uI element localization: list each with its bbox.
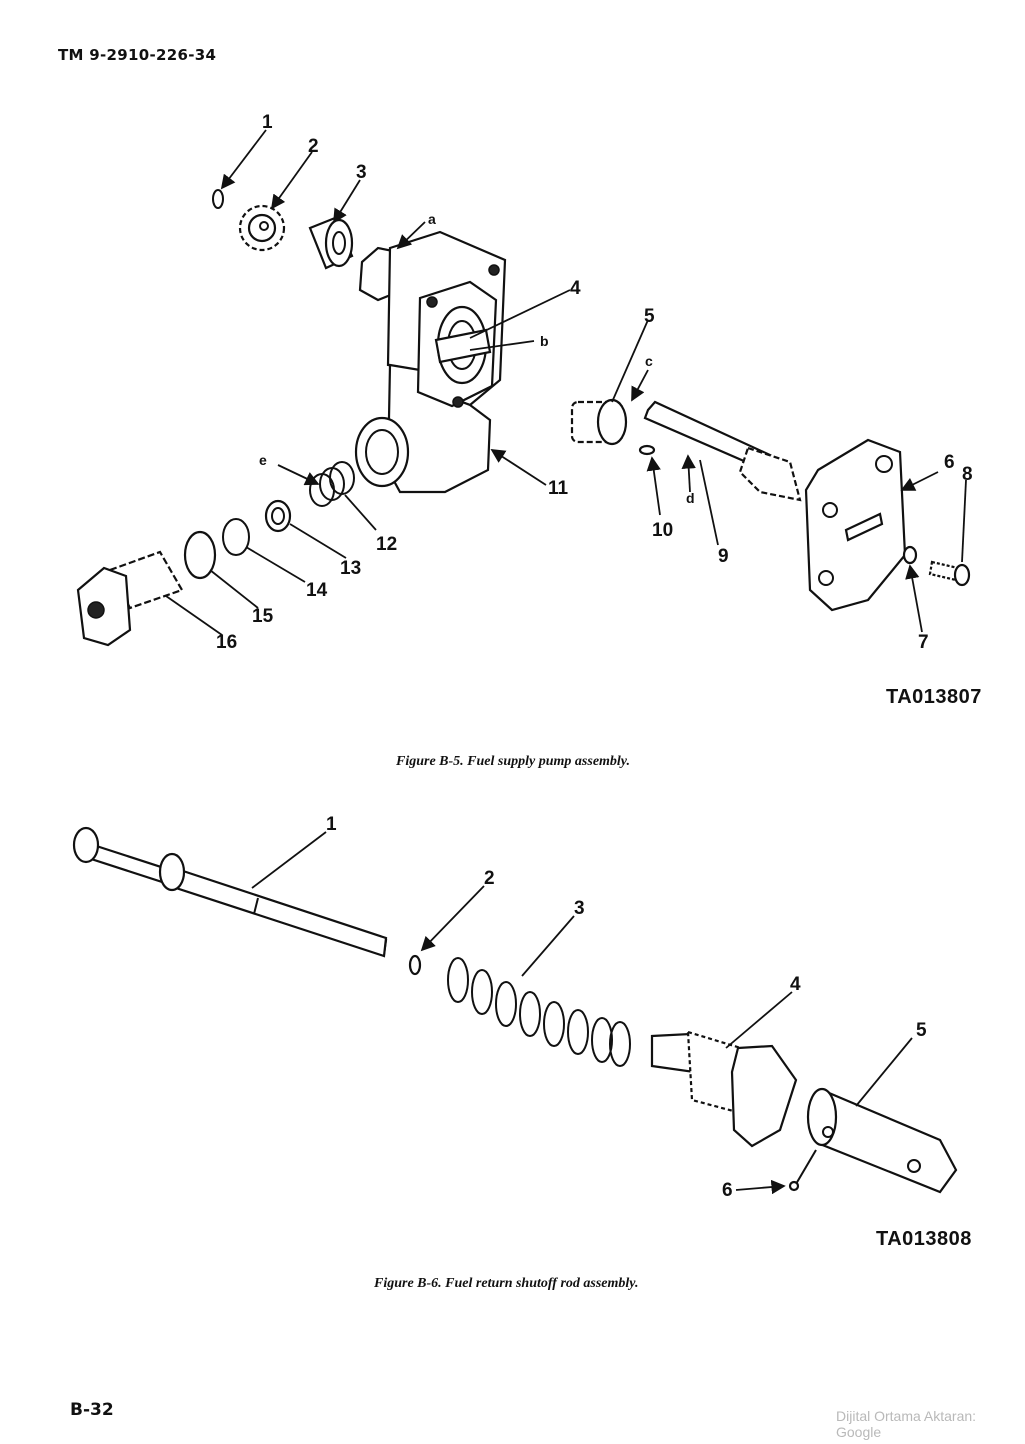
part-gear-icon <box>238 204 286 252</box>
callout-2: 2 <box>308 136 319 157</box>
part-washer-icon <box>902 545 918 565</box>
callout-4: 4 <box>570 278 581 299</box>
callout-11: 11 <box>548 478 569 499</box>
page-number: B-32 <box>70 1400 114 1420</box>
callout-1: 1 <box>262 112 273 133</box>
figure-b5-caption: Figure B-5. Fuel supply pump assembly. <box>396 754 631 769</box>
figure-b6-illustration: 1 2 3 4 5 6 <box>72 814 958 1201</box>
part-key-icon <box>638 444 656 456</box>
figure-b6-caption: Figure B-6. Fuel return shutoff rod asse… <box>374 1276 639 1291</box>
part-shaft-icon <box>643 400 802 502</box>
callout-7: 7 <box>918 632 929 653</box>
part-cover-plate-icon <box>804 438 907 612</box>
part-drive-gear-icon <box>570 398 628 446</box>
part-gasket-icon <box>222 518 250 556</box>
leader-lines <box>251 831 913 1195</box>
part-fitting-icon <box>650 1030 798 1148</box>
figure-b5-code: TA013807 <box>886 686 982 708</box>
callout-4: 4 <box>790 974 801 995</box>
figure-b5-illustration: 1 2 3 4 5 6 7 8 9 10 11 12 13 14 15 16 a… <box>76 112 973 653</box>
pump-body <box>354 230 507 494</box>
part-pin-icon <box>788 1149 817 1192</box>
callout-12: 12 <box>376 534 397 555</box>
part-o-ring-icon <box>183 530 217 580</box>
callout-5: 5 <box>644 306 655 327</box>
callout-15: 15 <box>252 606 274 627</box>
callout-a: a <box>428 211 436 227</box>
part-spring-icon <box>309 461 355 507</box>
leader-lines <box>165 129 967 636</box>
callout-e: e <box>259 452 267 468</box>
part-ring-icon <box>212 189 224 209</box>
callout-2: 2 <box>484 868 495 889</box>
callout-14: 14 <box>306 580 328 601</box>
part-screw-icon <box>928 560 971 587</box>
callout-16: 16 <box>216 632 237 653</box>
callout-6: 6 <box>944 452 955 473</box>
callout-1: 1 <box>326 814 337 835</box>
callout-5: 5 <box>916 1020 927 1041</box>
figure-b6-code: TA013808 <box>876 1228 972 1250</box>
callout-b: b <box>540 333 549 349</box>
document-number: TM 9-2910-226-34 <box>58 46 217 64</box>
callout-13: 13 <box>340 558 361 579</box>
callout-9: 9 <box>718 546 729 567</box>
callout-3: 3 <box>356 162 367 183</box>
callout-c: c <box>645 353 653 369</box>
callout-6: 6 <box>722 1180 733 1201</box>
part-washer-icon <box>408 954 422 976</box>
part-plug-icon <box>76 550 184 647</box>
watermark: Dijital Ortama Aktaran: Google <box>836 1408 977 1440</box>
callout-3: 3 <box>574 898 585 919</box>
part-clevis-icon <box>806 1087 958 1194</box>
part-rod-icon <box>72 826 388 958</box>
callout-10: 10 <box>652 520 673 541</box>
callout-d: d <box>686 490 695 506</box>
part-bearing-icon <box>308 216 354 270</box>
part-valve-icon <box>264 499 292 533</box>
callout-8: 8 <box>962 464 973 485</box>
part-spring-icon <box>447 957 631 1067</box>
